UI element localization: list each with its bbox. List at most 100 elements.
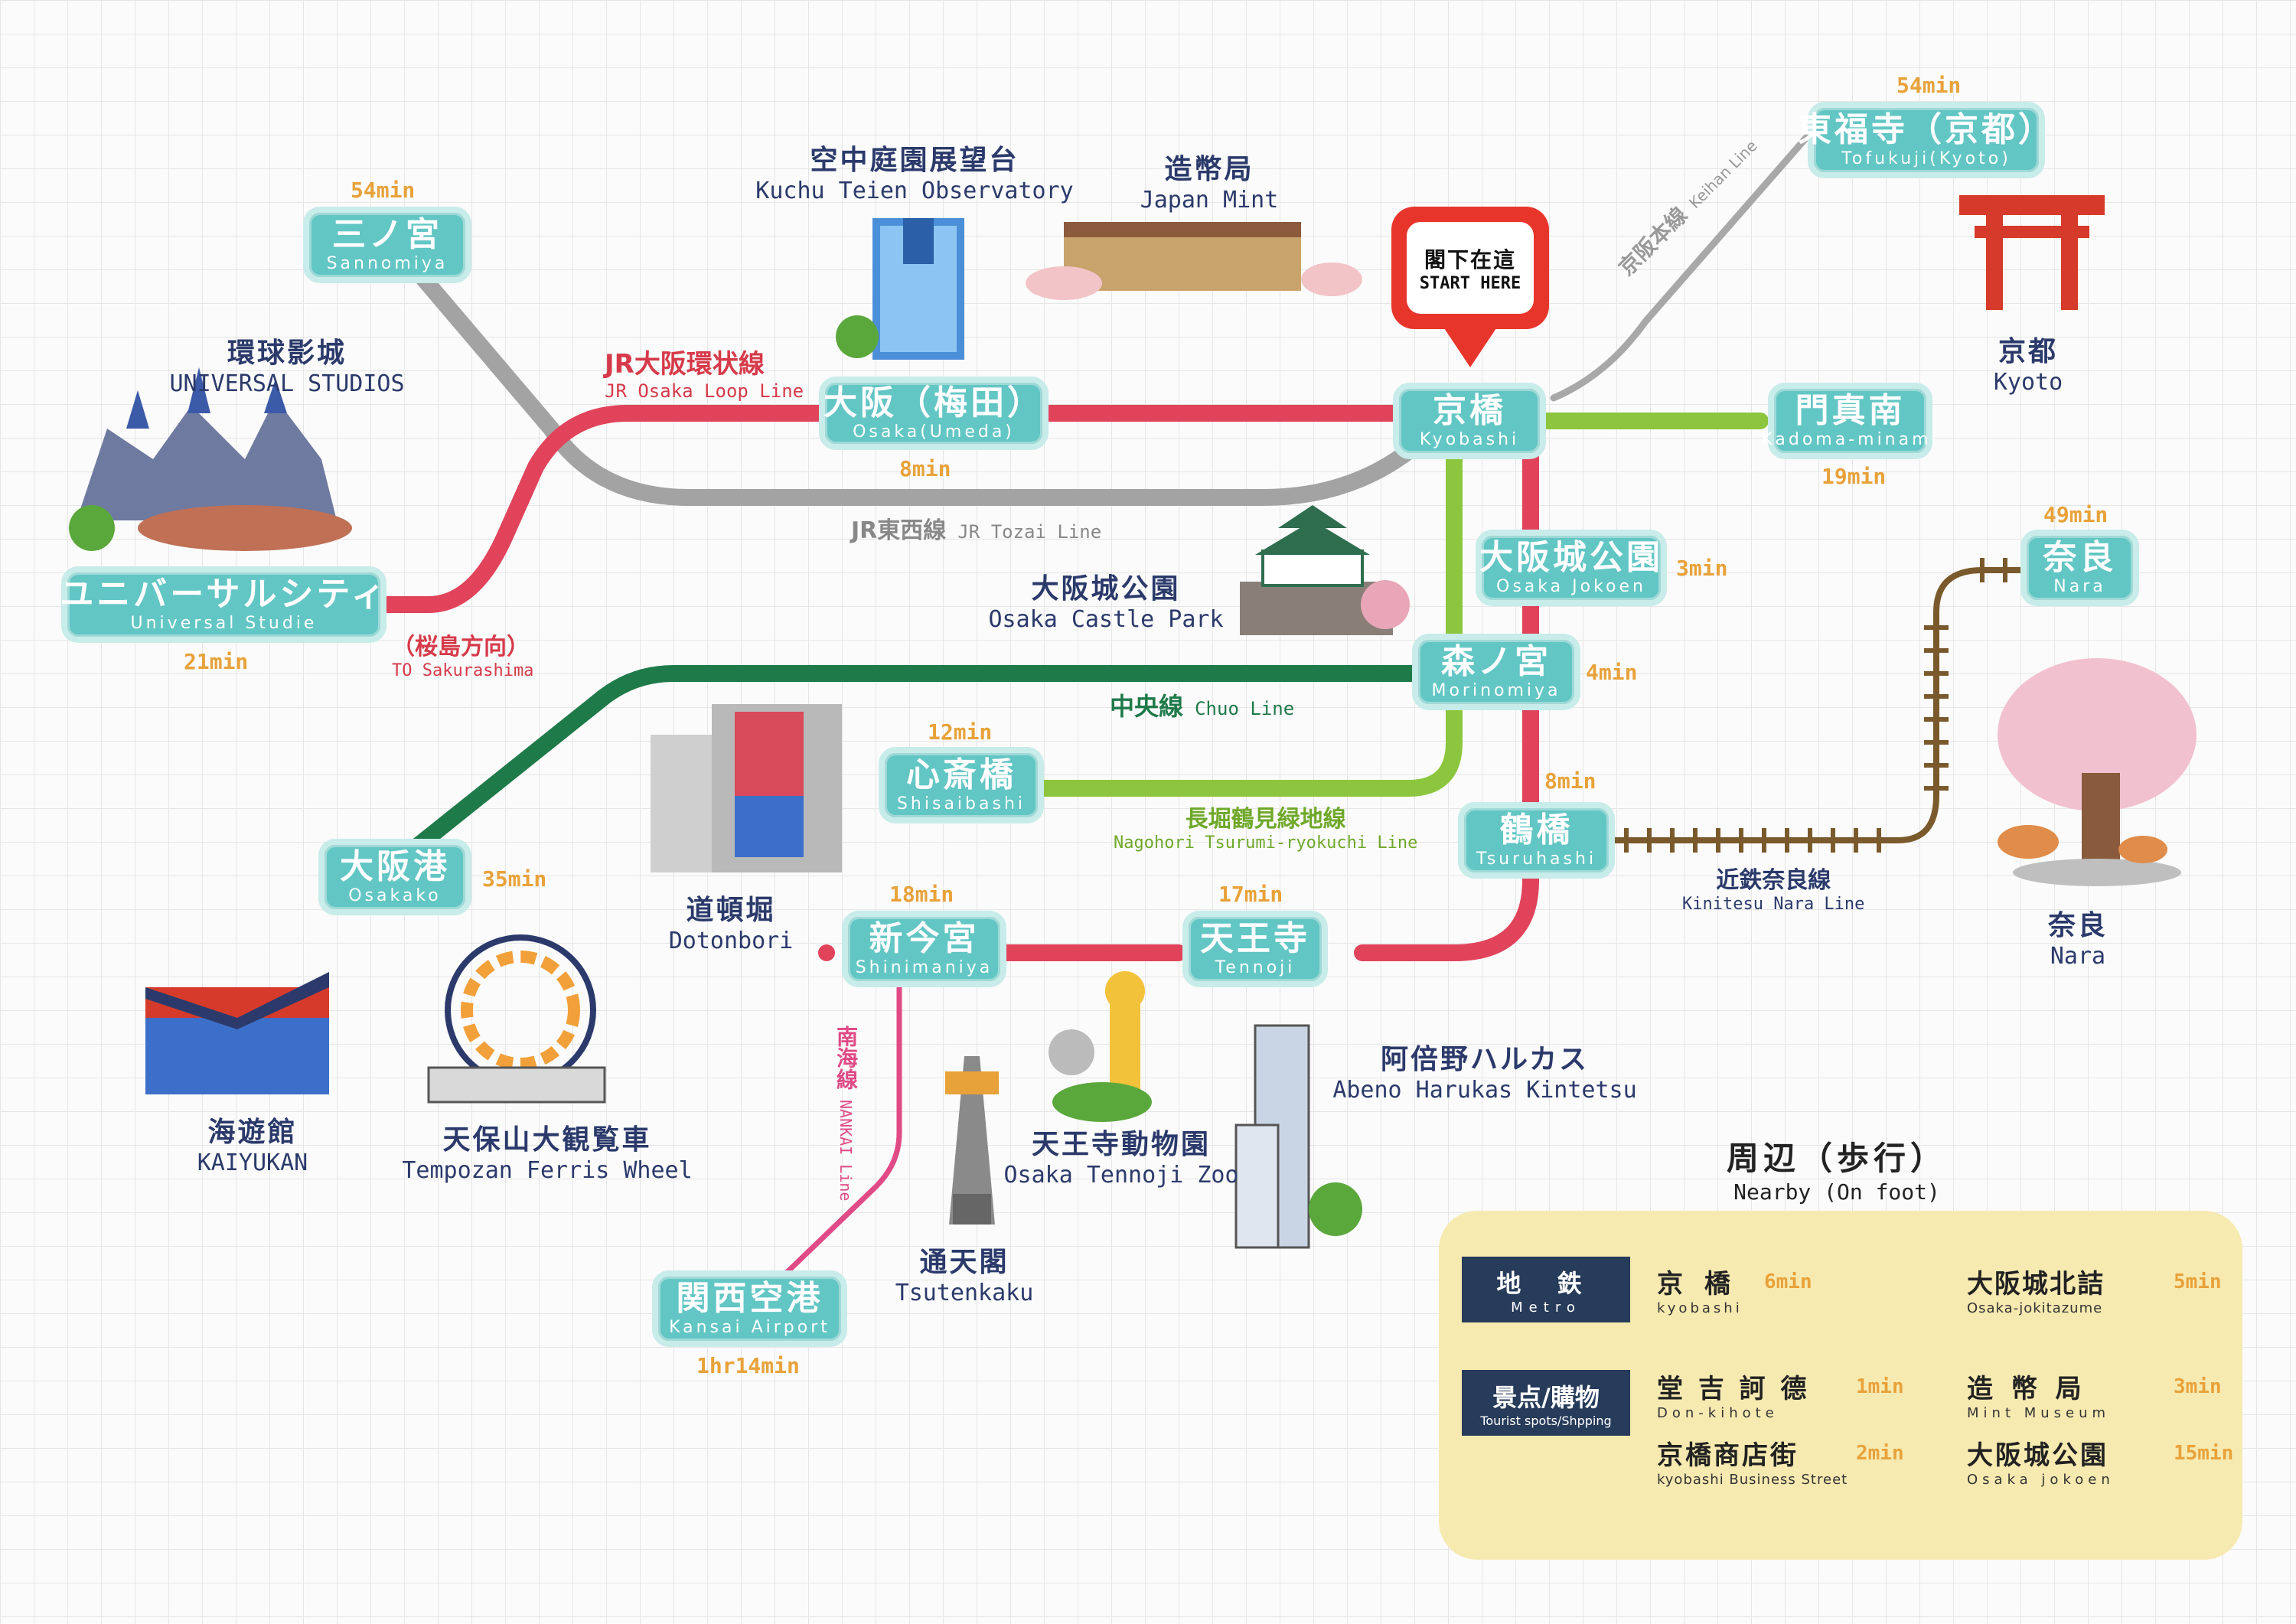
station-osakako[interactable]: 大阪港 Osakako [318,839,471,915]
station-tsuruhashi[interactable]: 鶴橋 Tsuruhashi [1458,802,1615,879]
station-name: 大阪城公園 [1479,538,1663,577]
station-name-en: Osaka Jokoen [1496,577,1646,596]
nearby-item: 京橋商店街 kyobashi Business Street 2min [1657,1440,1904,1488]
label-chuo: 中央線 Chuo Line [1110,692,1295,721]
observatory-illustration [836,218,964,360]
station-osaka-jokoen[interactable]: 大阪城公園 Osaka Jokoen [1476,530,1667,606]
station-name-en: Sannomiya [326,254,448,273]
station-name: 大阪港 [340,847,450,886]
kintetsu-line [1615,567,2020,843]
landmark-kyoto: 京都 Kyoto [1993,336,2063,396]
station-name: 新今宮 [869,919,980,958]
landmark-nara: 奈良 Nara [2047,910,2108,970]
start-here-jp: 閣下在這 [1424,246,1516,272]
nearby-title: 周辺（歩行） Nearby (On foot) [1726,1140,1947,1205]
kintetsu-ties [1624,558,2007,853]
landmark-tennoji-zoo: 天王寺動物園 Osaka Tennoji Zoo [1003,1129,1239,1189]
station-name-en: Morinomiya [1431,681,1561,700]
station-name-en: Tennoji [1215,958,1296,977]
station-tennoji[interactable]: 天王寺 Tennoji [1182,911,1328,987]
label-jr-tozai: JR東西線 JR Tozai Line [851,517,1102,544]
kaiyukan-illustration [145,972,329,1094]
harukas-illustration [1234,1024,1362,1249]
landmark-dotonbori: 道頓堀 Dotonbori [668,895,794,954]
landmark-kaiyukan: 海遊館 KAIYUKAN [197,1117,308,1176]
nearby-item: 堂 吉 訶 德 Don-kihote 1min [1657,1374,1904,1421]
travel-time-kansai: 1hr14min [696,1353,800,1378]
travel-time-shinimamiya: 18min [889,882,954,907]
travel-time-tofukuji: 54min [1896,73,1962,98]
nearby-panel: 地 鉄 Metro 景点/購物 Tourist spots/Shpping 京 … [1439,1211,2242,1560]
station-name-en: Kyobashi [1419,430,1520,449]
station-name-en: Shinimaniya [855,958,993,977]
station-name: 奈良 [2043,538,2117,577]
travel-time-kadoma: 19min [1821,464,1887,489]
station-name: 大阪（梅田） [823,383,1044,422]
label-nagahori: 長堀鶴見緑地線 Nagohori Tsurumi-ryokuchi Line [1114,806,1418,853]
station-sannomiya[interactable]: 三ノ宮 Sannomiya [303,207,471,283]
landmark-tsutenkaku: 通天閣 Tsutenkaku [895,1247,1034,1306]
station-name-en: Shisaibashi [896,794,1026,814]
station-shinimamiya[interactable]: 新今宮 Shinimaniya [842,911,1006,987]
station-shinsaibashi[interactable]: 心斎橋 Shisaibashi [879,747,1044,823]
jr-tozai-line [413,267,1478,506]
landmark-kuchu-teien: 空中庭園展望台 Kuchu Teien Observatory [755,145,1074,204]
mint-illustration [1026,222,1362,300]
nagahori-line [1032,413,1769,797]
nearby-item: 大阪城北詰 Osaka-jokitazume 5min [1967,1269,2222,1316]
landmark-japan-mint: 造幣局 Japan Mint [1140,154,1279,214]
tsutenkaku-illustration [945,1056,999,1225]
spots-category: 景点/購物 Tourist spots/Shpping [1462,1370,1630,1436]
station-name: 三ノ宮 [332,215,442,254]
station-name-en: Osakako [348,886,442,905]
nearby-item: 京 橋 kyobashi 6min [1657,1269,1812,1316]
landmark-abeno-harukas: 阿倍野ハルカス Abeno Harukas Kintetsu [1332,1044,1637,1104]
station-name-en: Kadoma-minami [1761,430,1939,449]
label-sakurashima: （桜島方向） TO Sakurashima [392,634,534,680]
station-name: 鶴橋 [1499,810,1574,850]
station-name-en: Kansai Airport [669,1318,830,1337]
station-name: 東福寺（京都） [1798,110,2055,149]
nearby-item: 造 幣 局 Mint Museum 3min [1967,1374,2222,1421]
jr-loop-line [378,405,1478,613]
station-name: 心斎橋 [906,755,1016,794]
chuo-line [405,665,1432,858]
station-kadoma-minami[interactable]: 門真南 Kadoma-minami [1761,383,1936,459]
landmark-universal-studios: 環球影城 UNIVERSAL STUDIOS [169,338,405,397]
travel-time-shinsaibashi: 12min [928,719,993,745]
label-kintetsu: 近鉄奈良線 Kinitesu Nara Line [1682,867,1865,914]
travel-time-osakajokoen: 3min [1676,556,1728,581]
station-nara[interactable]: 奈良 Nara [2020,530,2139,606]
station-kyobashi[interactable]: 京橋 Kyobashi [1393,383,1546,459]
station-name: 天王寺 [1200,919,1310,958]
travel-time-osakako: 35min [482,866,547,892]
start-here-marker: 閣下在這 START HERE [1391,207,1549,367]
station-name: 門真南 [1795,391,1906,430]
station-umeda[interactable]: 大阪（梅田） Osaka(Umeda) [819,377,1049,450]
metro-category: 地 鉄 Metro [1462,1257,1630,1322]
station-morinomiya[interactable]: 森ノ宮 Morinomiya [1412,634,1580,710]
kyoto-torii-illustration [1959,195,2105,310]
label-jr-loop: JR大阪環状線 JR Osaka Loop Line [605,349,804,402]
travel-time-morinomiya: 4min [1586,660,1638,685]
station-name-en: Osaka(Umeda) [853,422,1015,442]
keihan-line [1550,134,1810,402]
station-name-en: Universal Studie [130,614,318,633]
station-kansai-airport[interactable]: 関西空港 Kansai Airport [652,1270,847,1347]
ferris-wheel-illustration [427,934,606,1104]
station-name: 関西空港 [676,1279,823,1318]
station-name: 京橋 [1433,391,1506,430]
universal-studios-illustration [69,367,352,551]
travel-time-universal: 21min [184,649,249,674]
station-universal-city[interactable]: ユニバーサルシティ Universal Studie [60,566,388,643]
dotonbori-illustration [651,704,842,872]
station-name-en: Tofukuji(Kyoto) [1841,149,2011,168]
zoo-illustration [1049,971,1152,1122]
travel-time-tsuruhashi: 8min [1544,768,1596,794]
nankai-line [770,984,902,1289]
station-name: ユニバーサルシティ [60,575,388,614]
landmark-osaka-castle-park: 大阪城公園 Osaka Castle Park [988,573,1224,633]
station-tofukuji[interactable]: 東福寺（京都） Tofukuji(Kyoto) [1798,102,2052,178]
travel-time-nara: 49min [2043,502,2108,527]
